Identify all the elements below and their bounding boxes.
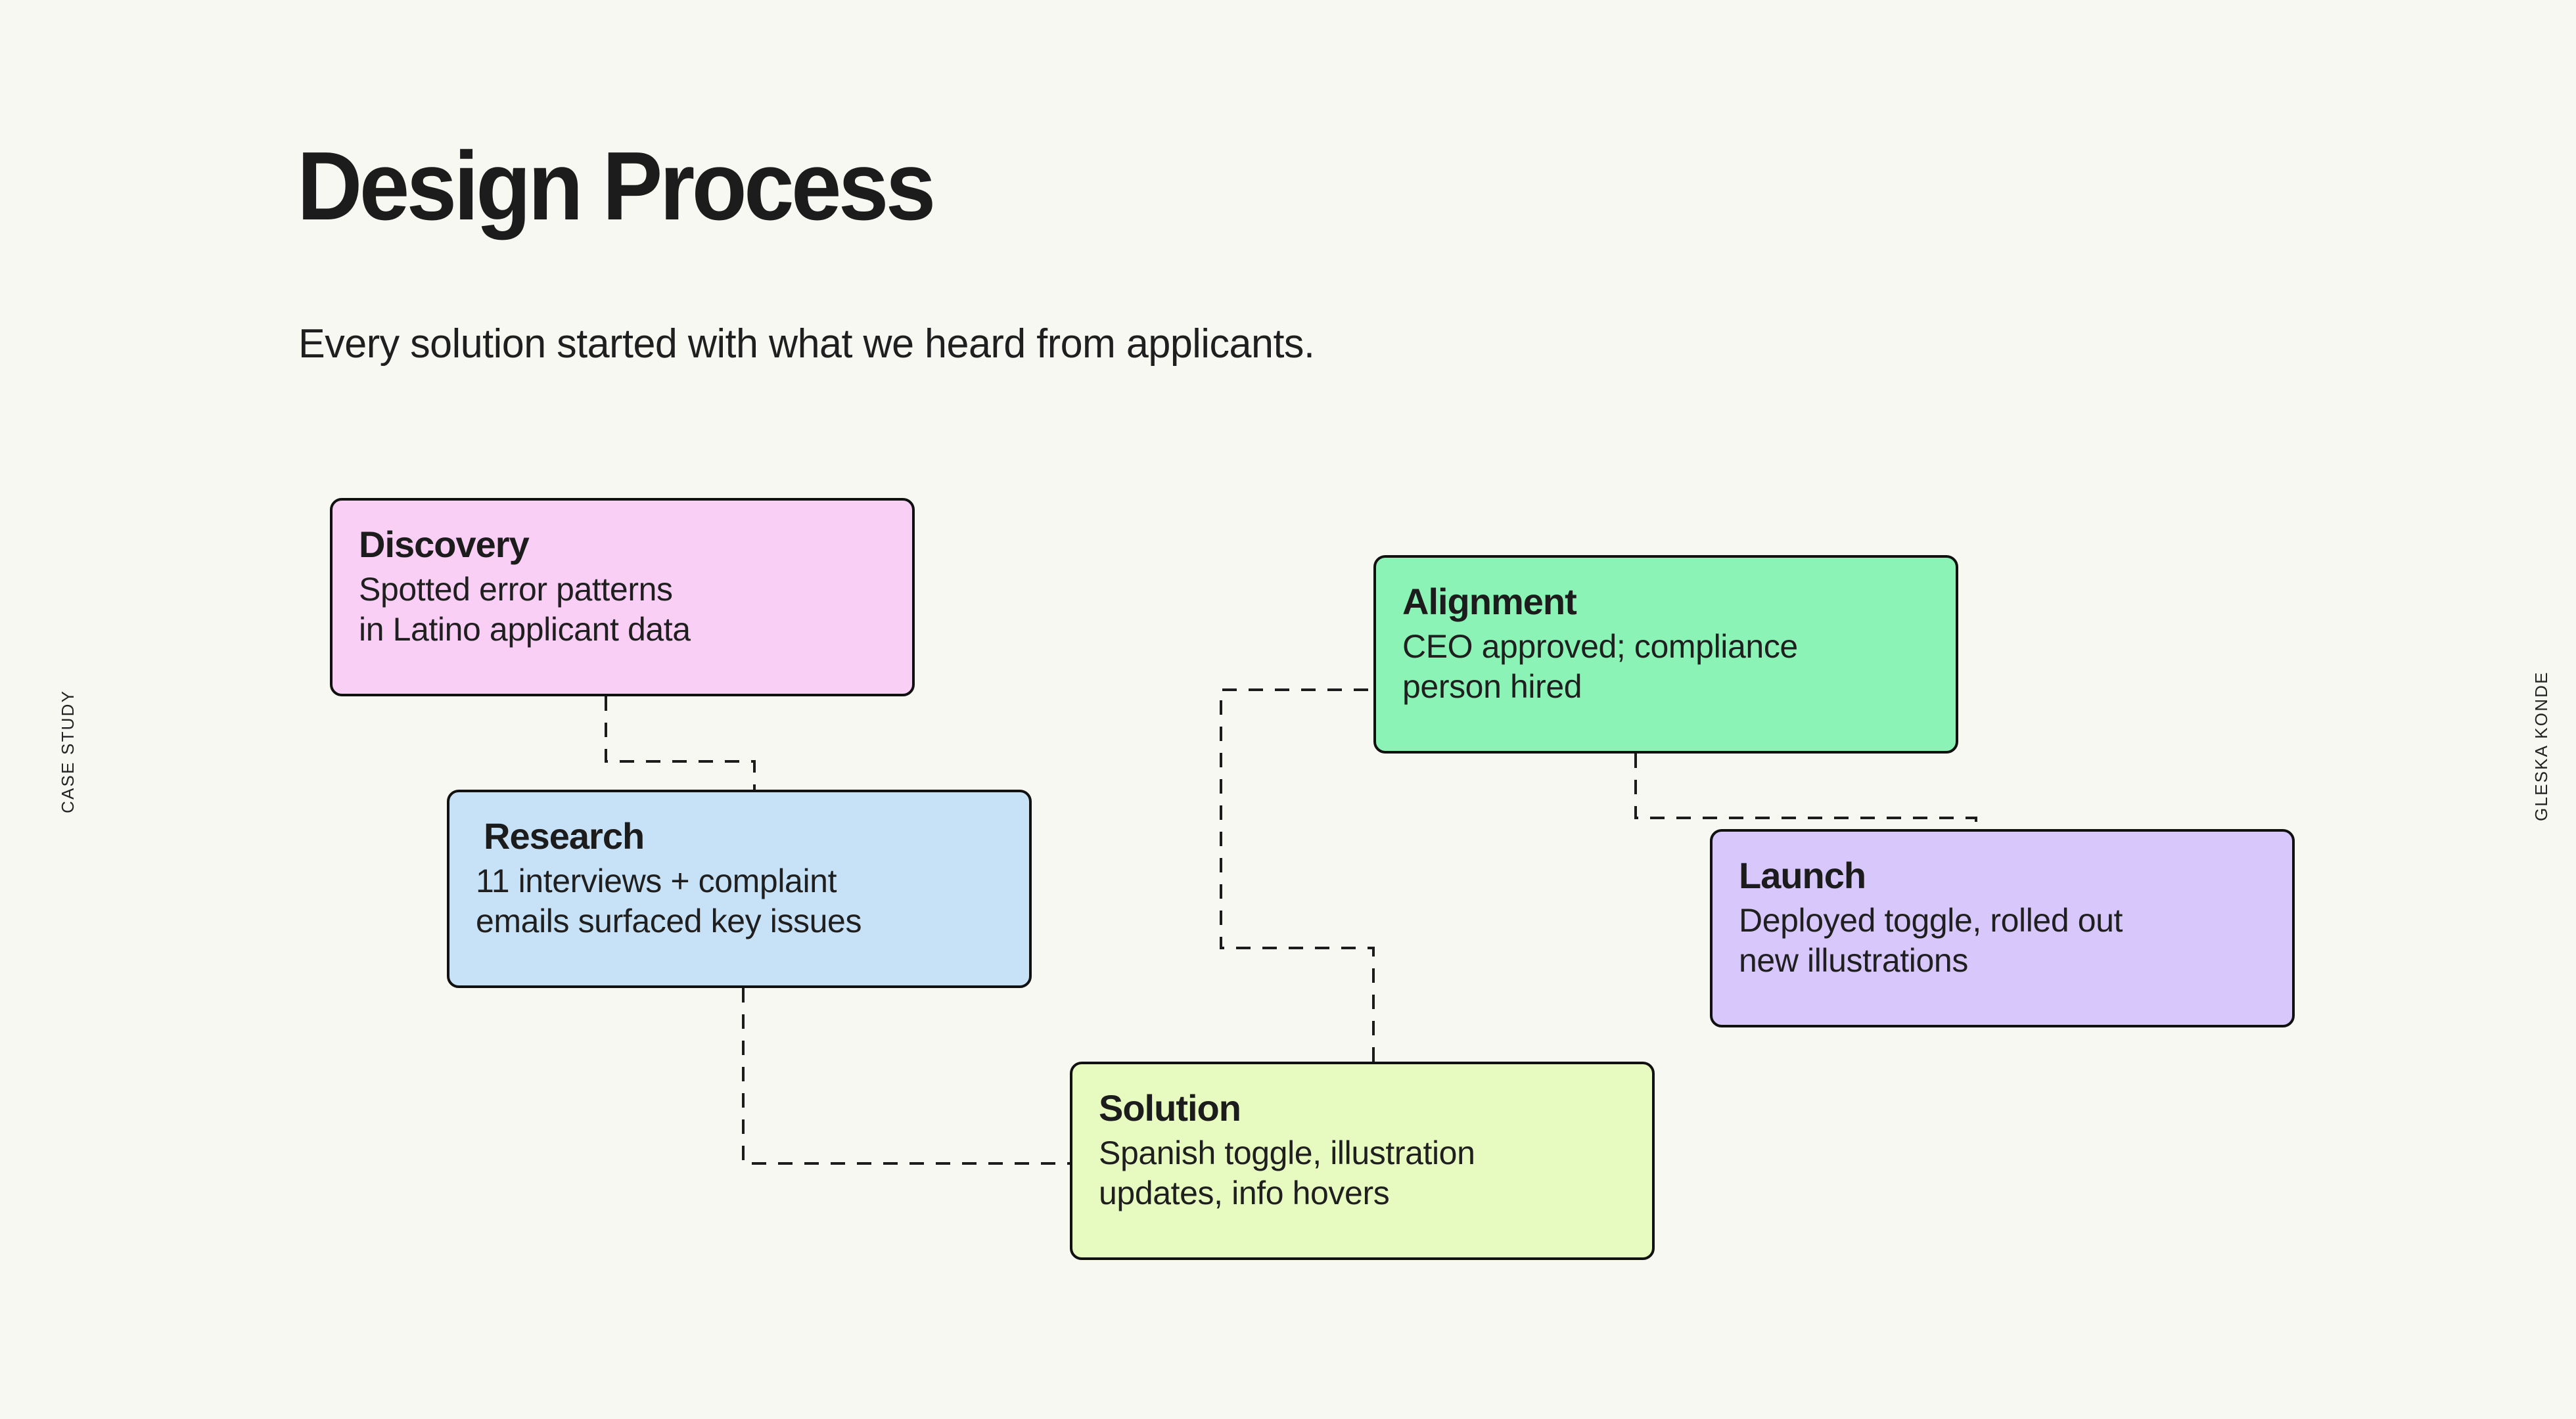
card-research[interactable]: Research 11 interviews + complaint email…	[447, 790, 1032, 988]
card-discovery-body: Spotted error patterns in Latino applica…	[359, 570, 691, 648]
page-subtitle: Every solution started with what we hear…	[298, 321, 1315, 367]
card-alignment[interactable]: Alignment CEO approved; compliance perso…	[1373, 555, 1958, 754]
card-alignment-body: CEO approved; compliance person hired	[1402, 627, 1798, 706]
card-launch-title: Launch	[1739, 855, 1866, 896]
card-discovery-title: Discovery	[359, 524, 530, 565]
connector-alignment-to-launch	[1634, 754, 1977, 829]
card-solution[interactable]: Solution Spanish toggle, illustration up…	[1070, 1062, 1655, 1260]
side-label-case-study: CASE STUDY	[58, 689, 78, 813]
card-research-body: 11 interviews + complaint emails surface…	[476, 862, 862, 940]
connector-discovery-to-research	[605, 696, 756, 790]
card-discovery[interactable]: Discovery Spotted error patterns in Lati…	[330, 498, 915, 696]
card-solution-title: Solution	[1099, 1087, 1241, 1129]
card-research-title: Research	[484, 815, 645, 857]
card-alignment-title: Alignment	[1402, 581, 1577, 622]
card-launch[interactable]: Launch Deployed toggle, rolled out new i…	[1710, 829, 2295, 1027]
page-title: Design Process	[297, 132, 936, 240]
card-launch-body: Deployed toggle, rolled out new illustra…	[1739, 901, 2123, 980]
card-solution-body: Spanish toggle, illustration updates, in…	[1099, 1134, 1475, 1212]
connector-solution-to-alignment	[1220, 688, 1375, 1062]
side-label-gleska-konde: GLESKA KONDE	[2531, 671, 2551, 821]
connector-research-to-solution	[742, 988, 1070, 1165]
